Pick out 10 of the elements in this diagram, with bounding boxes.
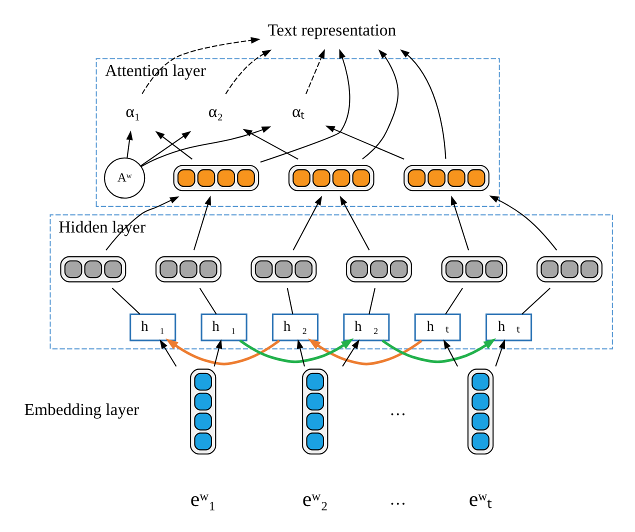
label: … <box>388 400 406 420</box>
node-label: eʷ₁ <box>190 486 216 511</box>
node-text: Text representation <box>267 20 396 40</box>
label: … <box>388 490 406 509</box>
node-label: eʷₜ <box>468 486 492 511</box>
node-label: eʷ₂ <box>302 486 328 511</box>
node-text: α₂ <box>208 102 222 122</box>
node-text: αₜ <box>291 102 304 122</box>
node-text: α₁ <box>125 102 140 122</box>
label: Embedding layer <box>24 400 139 420</box>
